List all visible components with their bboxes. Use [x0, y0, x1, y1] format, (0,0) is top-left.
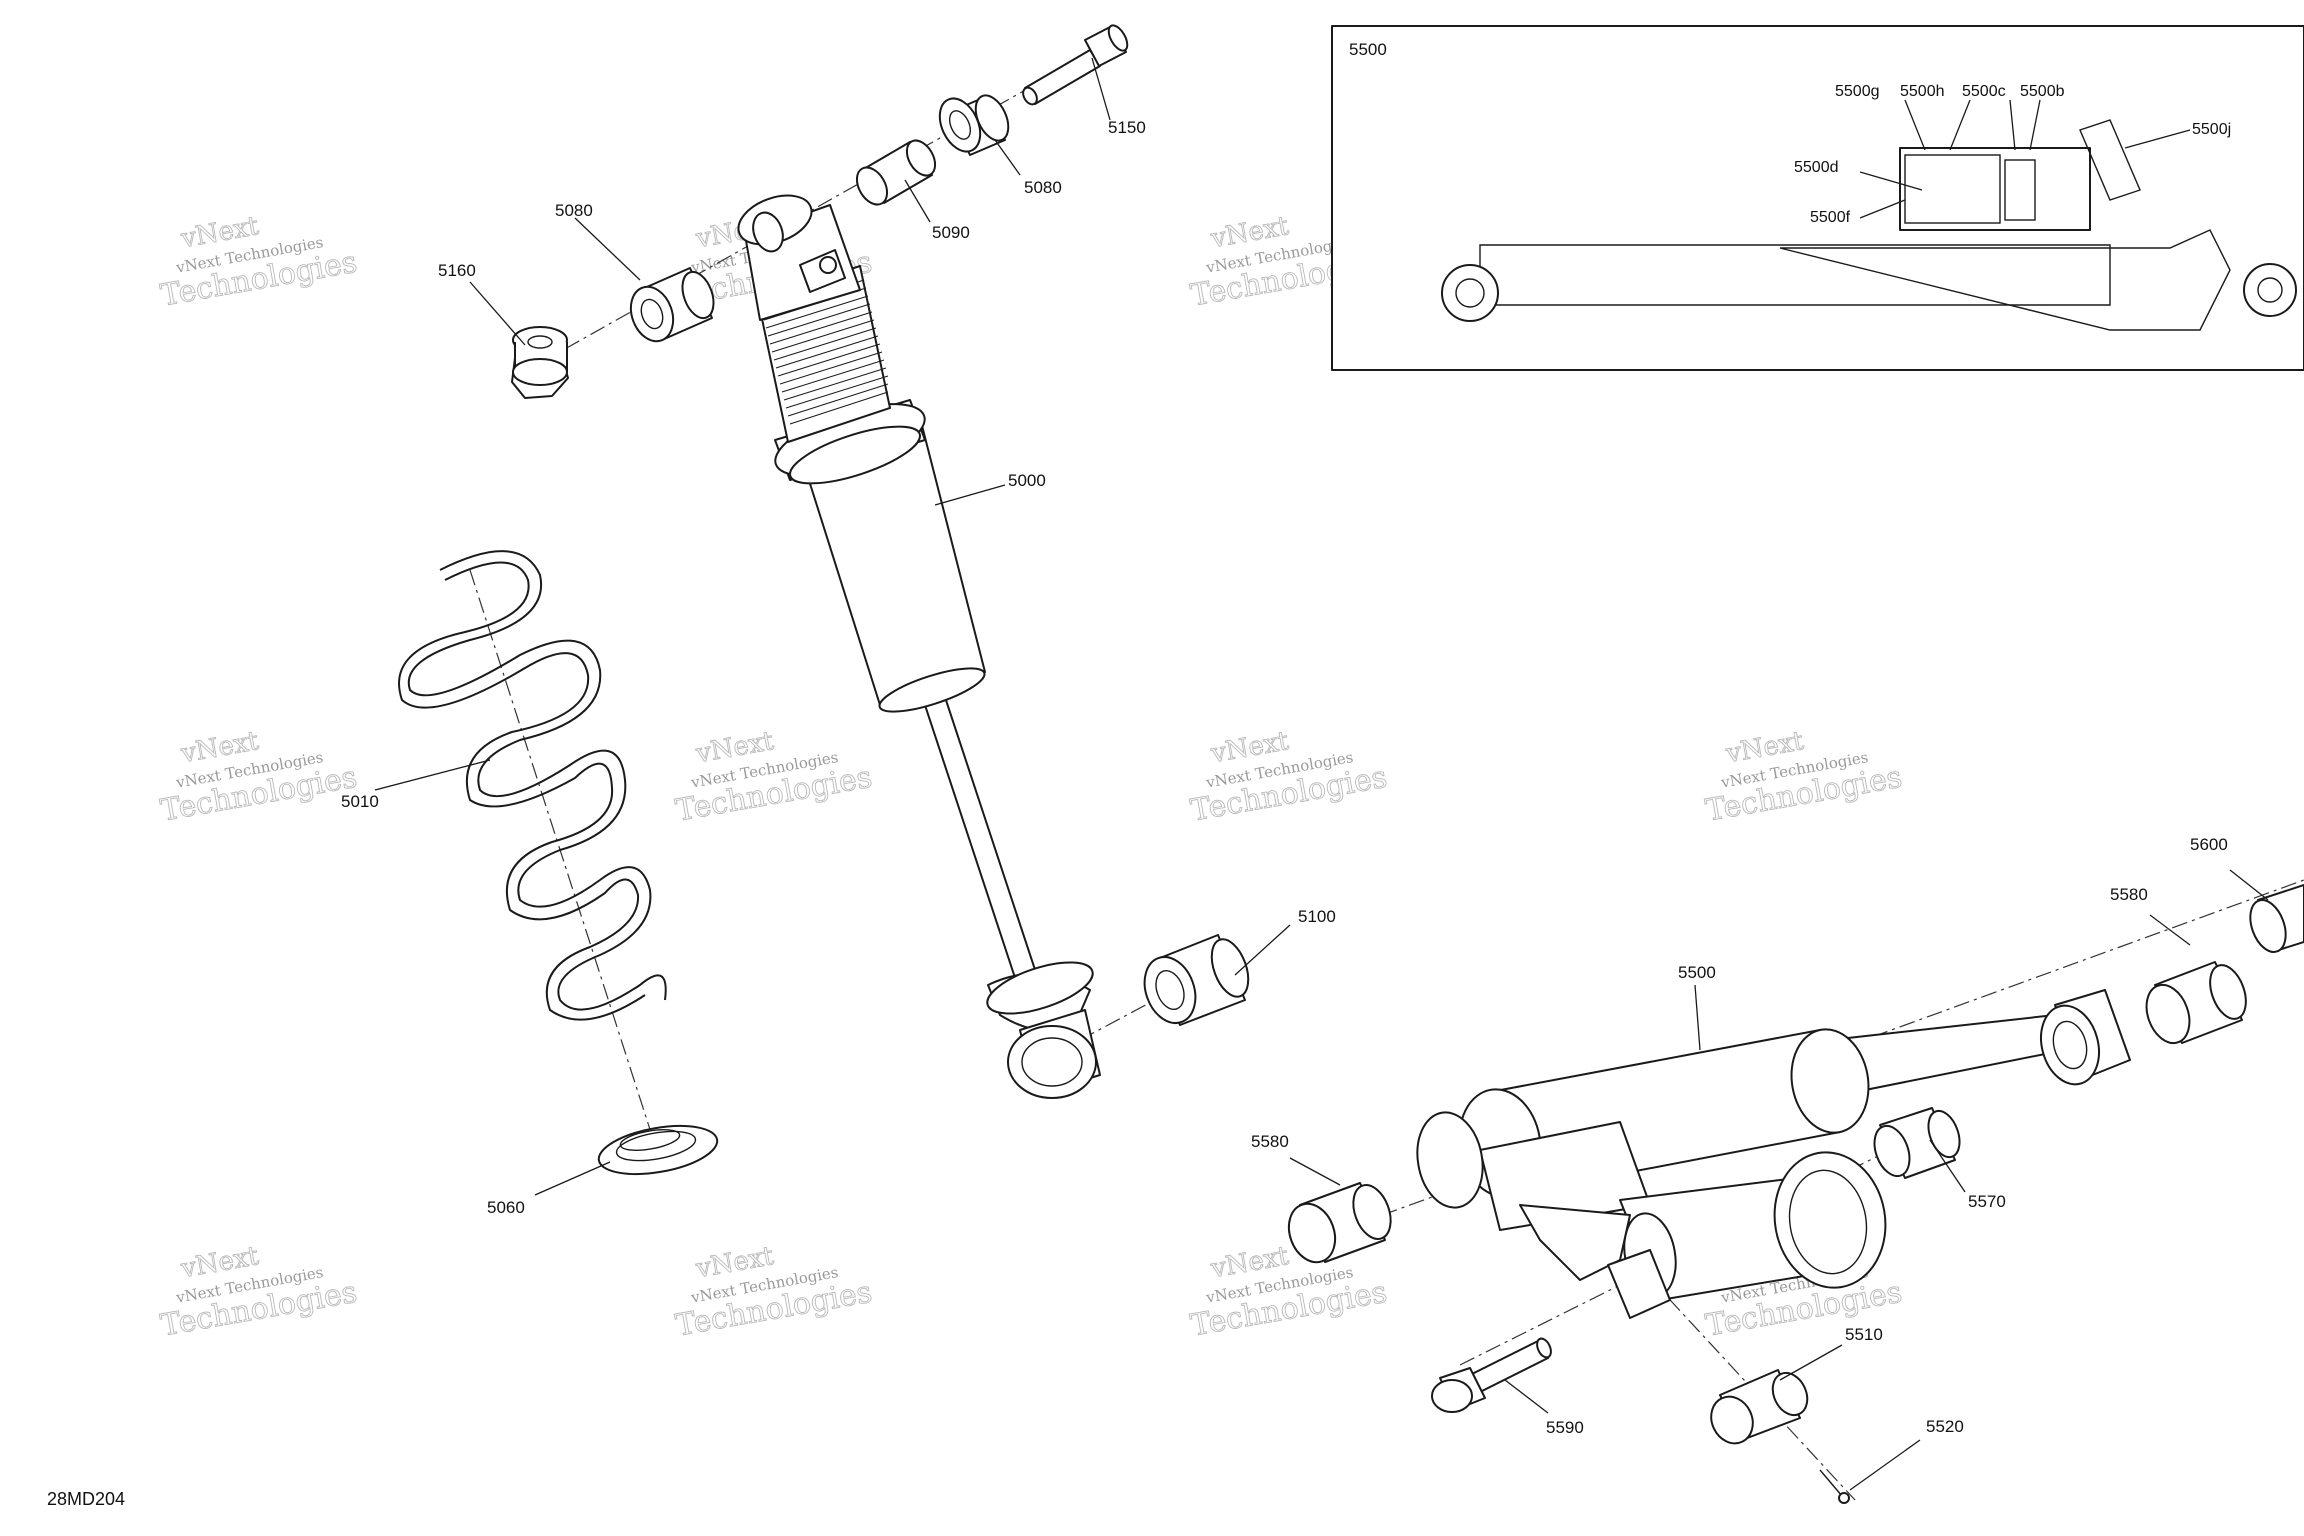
callout-5580-right: 5580 — [2110, 885, 2148, 904]
bushing-5100 — [1143, 934, 1250, 1026]
callout-5150: 5150 — [1108, 118, 1146, 137]
pin-bolt-5150 — [1022, 24, 1129, 106]
spacer-tube-5090 — [855, 139, 937, 206]
inset-detail-5500: 5500 5500g 5500h 5500c 5500b 5500j 5500d… — [1331, 25, 2304, 371]
knob-5510 — [1710, 1369, 1809, 1445]
document-code: 28MD204 — [47, 1489, 125, 1509]
shock-absorber-5000 — [737, 194, 1101, 1099]
bushing-5580-right — [2145, 961, 2247, 1045]
small-bushing-5600 — [2249, 884, 2304, 953]
callout-5090: 5090 — [932, 223, 970, 242]
callout-5580-left: 5580 — [1251, 1132, 1289, 1151]
screw-5520 — [1819, 1469, 1850, 1504]
inset-label-5500h: 5500h — [1900, 83, 1945, 100]
callout-5010: 5010 — [341, 792, 379, 811]
callout-labels: 5150 5080 5090 5080 5160 5000 5010 5100 … — [341, 118, 2228, 1437]
callout-5500: 5500 — [1678, 963, 1716, 982]
inset-label-5500b: 5500b — [2020, 83, 2065, 100]
bolt-5590 — [1431, 1337, 1552, 1413]
spring-5010 — [398, 550, 667, 1021]
callout-5160: 5160 — [438, 261, 476, 280]
callout-5080-upper: 5080 — [1024, 178, 1062, 197]
watermark: vNext vNext Technologies Technologies — [673, 726, 876, 829]
watermark: vNext vNext Technologies Technologies — [158, 1241, 361, 1344]
flanged-bushing-5080-upper — [938, 94, 1010, 156]
watermark: vNext vNext Technologies Technologies — [1188, 726, 1391, 829]
nut-5160 — [511, 326, 569, 399]
spacer-5570 — [1873, 1107, 1961, 1179]
inset-label-5500c: 5500c — [1962, 83, 2006, 100]
inset-label-5500f: 5500f — [1810, 209, 1851, 226]
callout-5100: 5100 — [1298, 907, 1336, 926]
callout-5570: 5570 — [1968, 1192, 2006, 1211]
callout-5600: 5600 — [2190, 835, 2228, 854]
inset-label-5500g: 5500g — [1835, 83, 1880, 100]
callout-5080-lower: 5080 — [555, 201, 593, 220]
spring-seat-5060 — [597, 1124, 719, 1176]
callout-leaders — [374, 57, 2269, 1491]
flanged-bushing-5080-lower — [629, 267, 715, 343]
callout-5060: 5060 — [487, 1198, 525, 1217]
bushing-5580-left — [1287, 1182, 1392, 1264]
watermark: vNext vNext Technologies Technologies — [158, 211, 361, 314]
callout-5000: 5000 — [1008, 471, 1046, 490]
callout-5520: 5520 — [1926, 1417, 1964, 1436]
inset-label-5500j: 5500j — [2192, 121, 2231, 138]
watermark: vNext vNext Technologies Technologies — [673, 1241, 876, 1344]
watermark: vNext vNext Technologies Technologies — [158, 726, 361, 829]
callout-5510: 5510 — [1845, 1325, 1883, 1344]
watermark: vNext vNext Technologies Technologies — [1703, 726, 1906, 829]
inset-label-5500d: 5500d — [1794, 159, 1839, 176]
reservoir-shock-5500 — [1416, 989, 2131, 1319]
callout-5590: 5590 — [1546, 1418, 1584, 1437]
inset-title: 5500 — [1349, 40, 1387, 59]
